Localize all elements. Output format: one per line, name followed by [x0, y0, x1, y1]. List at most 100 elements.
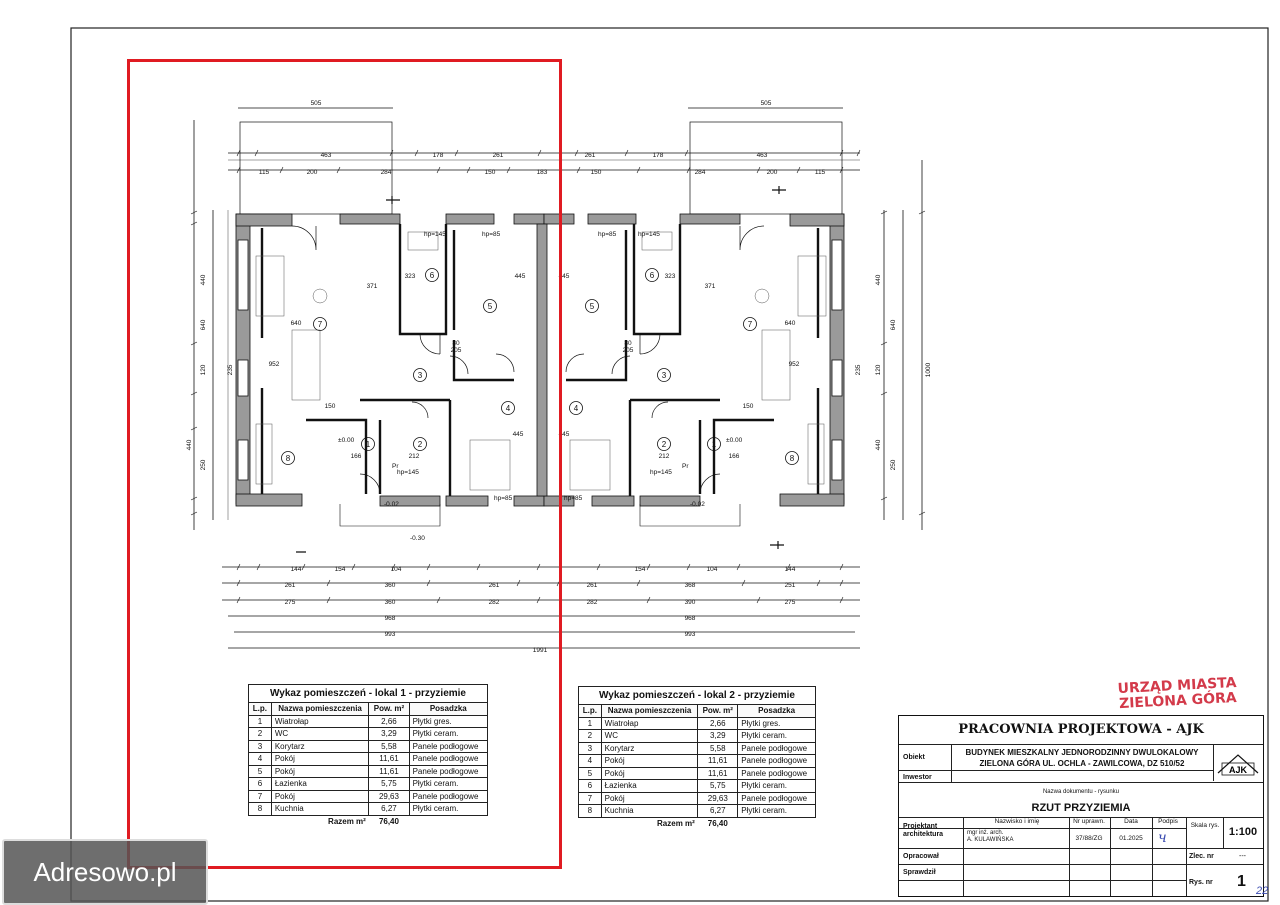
- dim-235-left: 235: [227, 364, 234, 375]
- annotation-pr-right: Pr: [682, 463, 689, 470]
- project-date: 01.2025: [1119, 835, 1143, 842]
- dim-261-b-mid: 261: [489, 582, 500, 589]
- col-name: Nazwa pomieszczenia: [270, 702, 370, 716]
- dim-154-right: 154: [635, 566, 646, 573]
- projektant-title: mgr inż. arch.: [967, 830, 1004, 836]
- room-marker-3: 3: [418, 371, 423, 380]
- ajk-logo: AJK: [1213, 745, 1262, 781]
- dim-178-right: 178: [653, 152, 664, 159]
- col-area: Pow. m²: [697, 704, 739, 718]
- room-marker-4: 4: [506, 404, 511, 413]
- dim-80-right: 80: [624, 340, 632, 347]
- dim-445-c: 445: [559, 273, 570, 280]
- annotation-level-030: -0.30: [410, 535, 425, 542]
- company-name: PRACOWNIA PROJEKTOWA - AJK: [958, 722, 1204, 737]
- annotation-level-000-right: ±0.00: [726, 437, 743, 444]
- dim-80-left: 80: [452, 340, 460, 347]
- room-marker-6: 6: [430, 271, 435, 280]
- col-floor: Posadzka: [408, 702, 489, 716]
- room-marker-7: 7: [318, 320, 323, 329]
- dim-968-left: 968: [385, 615, 396, 622]
- col-scale-header: Skala rys.: [1190, 822, 1220, 829]
- dim-323-left: 323: [405, 273, 416, 280]
- room-marker-5: 5: [488, 302, 493, 311]
- room-marker-7-right: 7: [748, 320, 753, 329]
- dim-154-left: 154: [335, 566, 346, 573]
- dim-360-b-left: 360: [385, 582, 396, 589]
- drawing-number: 1: [1237, 873, 1246, 890]
- dim-440-left: 440: [200, 274, 207, 285]
- obiekt-label: Obiekt: [903, 754, 925, 761]
- object-line-1: BUDYNEK MIESZKALNY JEDNORODZINNY DWULOKA…: [965, 748, 1199, 757]
- signature-mark: ч: [1158, 830, 1167, 846]
- dim-463-left: 463: [321, 152, 332, 159]
- dim-261-b-right: 261: [587, 582, 598, 589]
- annotation-hp85-right: hp=85: [598, 231, 617, 238]
- dim-368: 368: [685, 582, 696, 589]
- dim-952-right: 952: [789, 361, 800, 368]
- dim-640-right: 640: [890, 319, 897, 330]
- annotation-level-002-right: -0.02: [690, 501, 705, 508]
- room-marker-5-right: 5: [590, 302, 595, 311]
- annotation-hp145-right: hp=145: [638, 231, 660, 238]
- dim-968-right: 968: [685, 615, 696, 622]
- dim-440-b-left: 440: [186, 439, 193, 450]
- room-table-unit-1: Wykaz pomieszczeń - lokal 1 - przyziemie…: [248, 684, 489, 827]
- dim-640-inner-left: 640: [291, 320, 302, 327]
- dim-640-left: 640: [200, 319, 207, 330]
- dim-261-b-left: 261: [285, 582, 296, 589]
- dim-1991: 1991: [533, 647, 548, 654]
- city-office-stamp: URZĄD MIASTA ZIELONA GÓRA: [1117, 675, 1237, 712]
- dim-250-right: 250: [890, 459, 897, 470]
- document-name-label: Nazwa dokumentu - rysunku: [1042, 789, 1120, 795]
- dim-178-left: 178: [433, 152, 444, 159]
- dim-284-left: 284: [381, 169, 392, 176]
- dim-640-inner-right: 640: [785, 320, 796, 327]
- object-line-2: ZIELONA GÓRA UL. OCHLA - ZAWILCOWA, DZ 5…: [979, 759, 1185, 768]
- dim-463-right: 463: [757, 152, 768, 159]
- permission-number: 37/88/ZG: [1075, 835, 1103, 842]
- dim-212-right: 212: [659, 453, 670, 460]
- dim-282-right: 282: [587, 599, 598, 606]
- dim-115-right: 115: [815, 169, 826, 176]
- highlight-frame-unit-1: [127, 59, 562, 869]
- sheet-border: [70, 27, 1269, 902]
- logo-text: AJK: [1229, 765, 1248, 775]
- annotation-hp85: hp=85: [482, 231, 501, 238]
- projektant-name: mgr inż. arch. A. KULAWIŃSKA: [967, 830, 1013, 844]
- col-name: Nazwa pomieszczenia: [600, 704, 699, 718]
- dim-284-right: 284: [695, 169, 706, 176]
- dim-104-right: 104: [707, 566, 718, 573]
- room-table-title: Wykaz pomieszczeń - lokal 2 - przyziemie: [578, 686, 816, 704]
- col-floor: Posadzka: [737, 704, 816, 718]
- dim-440-right: 440: [875, 274, 882, 285]
- scale-value: 1:100: [1228, 826, 1258, 838]
- terrace-outline-right: [689, 121, 843, 215]
- col-name-header: Nazwisko i imię: [994, 818, 1040, 825]
- dim-445-a: 445: [515, 273, 526, 280]
- dim-120-right: 120: [875, 364, 882, 375]
- annotation-level-002: -0.02: [384, 501, 399, 508]
- annotation-pr: Pr: [392, 463, 399, 470]
- dim-144-right: 144: [785, 566, 796, 573]
- col-lp: L.p.: [248, 702, 272, 716]
- dim-150-right: 150: [591, 169, 602, 176]
- dim-445-d: 445: [559, 431, 570, 438]
- dim-200-right: 200: [767, 169, 778, 176]
- room-marker-4-right: 4: [574, 404, 579, 413]
- inwestor-label: Inwestor: [903, 774, 932, 781]
- dim-440-b-right: 440: [875, 439, 882, 450]
- dim-1000: 1000: [925, 362, 932, 377]
